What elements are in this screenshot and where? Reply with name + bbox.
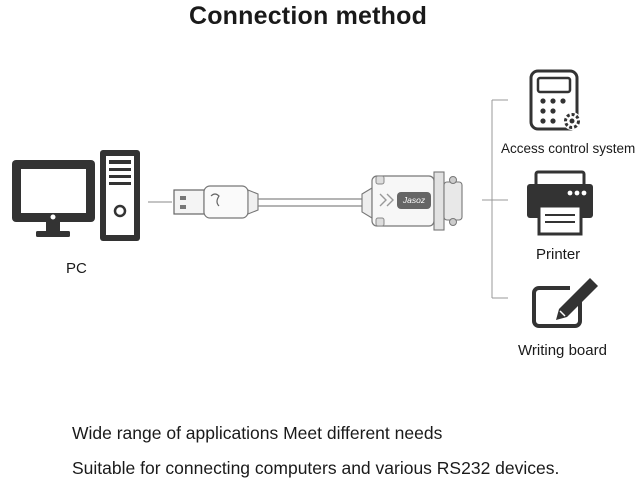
writing-board-icon <box>532 278 598 328</box>
access-control-icon <box>529 69 581 131</box>
writing-board-label: Writing board <box>518 342 607 359</box>
db9-connector-icon <box>361 171 463 231</box>
access-control-label: Access control system <box>501 141 636 156</box>
computer-tower-icon <box>100 150 140 241</box>
printer-label: Printer <box>536 246 581 263</box>
pc-label: PC <box>66 260 87 277</box>
cable-brand-label: Jasoz <box>402 195 426 205</box>
printer-icon <box>527 170 593 236</box>
footer-line-1: Wide range of applications Meet differen… <box>72 423 443 443</box>
usb-connector-icon <box>173 185 259 219</box>
branch-lines <box>482 99 508 299</box>
footer-line-2: Suitable for connecting computers and va… <box>72 458 560 478</box>
page-title: Connection method <box>188 2 428 30</box>
cable <box>258 198 362 207</box>
monitor-icon <box>12 160 95 237</box>
